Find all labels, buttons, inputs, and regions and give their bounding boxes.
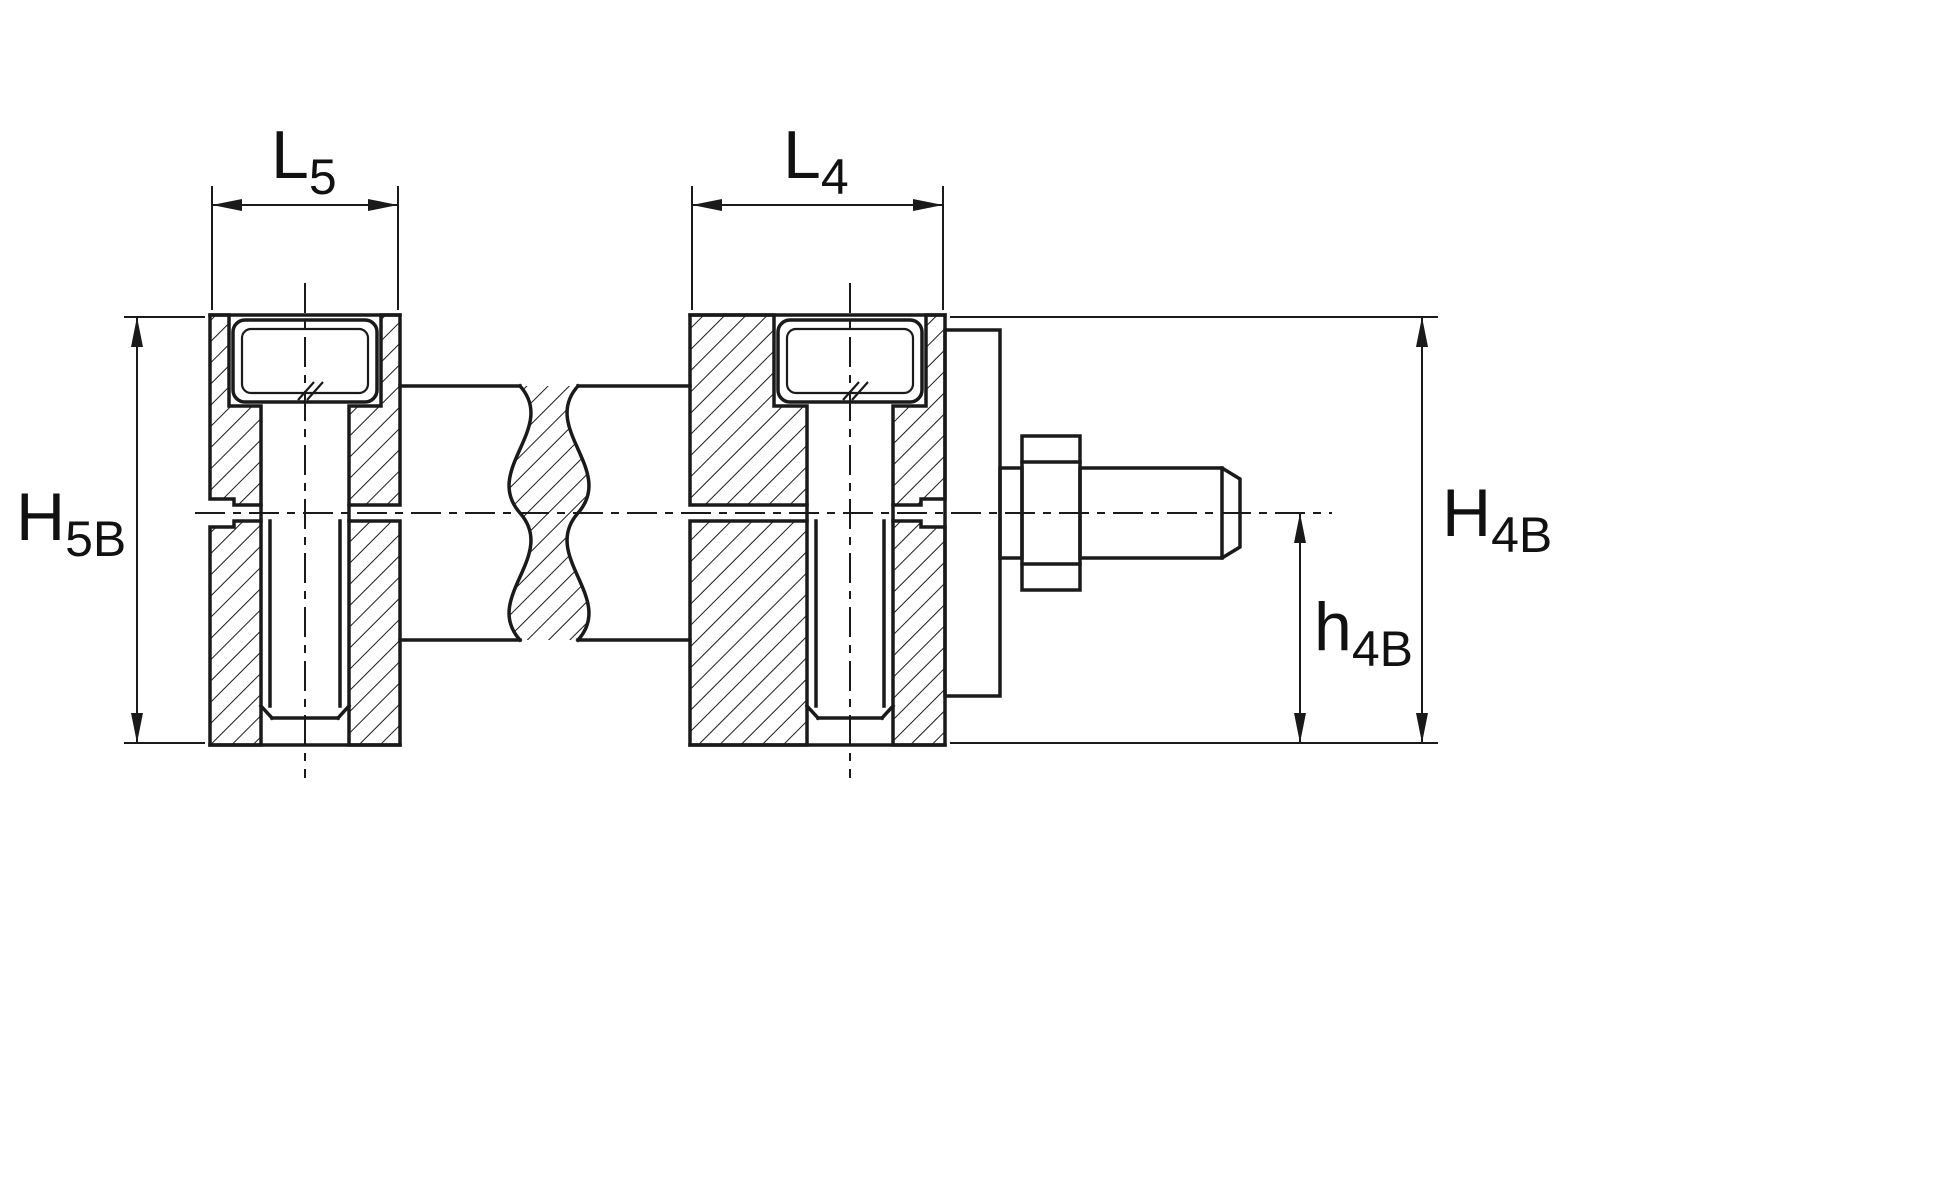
h5b-arrow-top — [131, 317, 143, 347]
left-block-lower-left-section — [208, 519, 263, 747]
dimension-label-h4b: H4B — [1442, 475, 1552, 563]
shaft — [398, 383, 692, 643]
h4b-arrow-bottom — [1416, 713, 1428, 743]
shaft-break-line-left — [507, 383, 533, 643]
right-screw-chamfer-right — [879, 703, 896, 721]
dimension-label-h5b: H5B — [16, 479, 126, 567]
right-block-lower-left-section — [688, 519, 809, 747]
right-block-lower-right-section — [891, 519, 947, 747]
l5-arrow-right — [368, 199, 398, 211]
dimension-label-h4b-small: h4B — [1314, 589, 1413, 677]
shaft-break-hatch — [509, 386, 589, 640]
right-clamp-block — [688, 313, 947, 747]
h4b-small-arrow-top — [1294, 513, 1306, 543]
left-clamp-block — [208, 313, 402, 747]
centerlines — [195, 283, 1332, 778]
l4-arrow-left — [692, 199, 722, 211]
dimension-l4: L4 — [691, 117, 944, 310]
h5b-arrow-bottom — [131, 713, 143, 743]
dimension-l5: L5 — [211, 117, 399, 310]
left-screw-head — [231, 318, 379, 404]
dimension-h4b-small: h4B — [1294, 513, 1413, 743]
right-screw-mark-2 — [851, 381, 869, 401]
left-screw-mark-2 — [306, 381, 324, 401]
dimension-label-l5: L5 — [271, 117, 337, 205]
right-screw-chamfer-left — [804, 703, 821, 721]
h4b-arrow-top — [1416, 317, 1428, 347]
right-assembly — [943, 328, 1242, 698]
l4-arrow-right — [913, 199, 943, 211]
left-screw-mark-1 — [297, 381, 315, 401]
left-screw-chamfer-left — [258, 703, 275, 721]
shaft-break-line-right — [565, 383, 591, 643]
l5-arrow-left — [212, 199, 242, 211]
dimension-h4b: H4B — [950, 316, 1552, 744]
left-block-lower-right-section — [347, 519, 402, 747]
h4b-small-arrow-bottom — [1294, 713, 1306, 743]
right-screw-head — [776, 318, 924, 404]
dimension-h5b: H5B — [16, 316, 205, 744]
left-screw-chamfer-right — [335, 703, 352, 721]
right-screw-mark-1 — [842, 381, 860, 401]
dimension-label-l4: L4 — [783, 117, 849, 205]
